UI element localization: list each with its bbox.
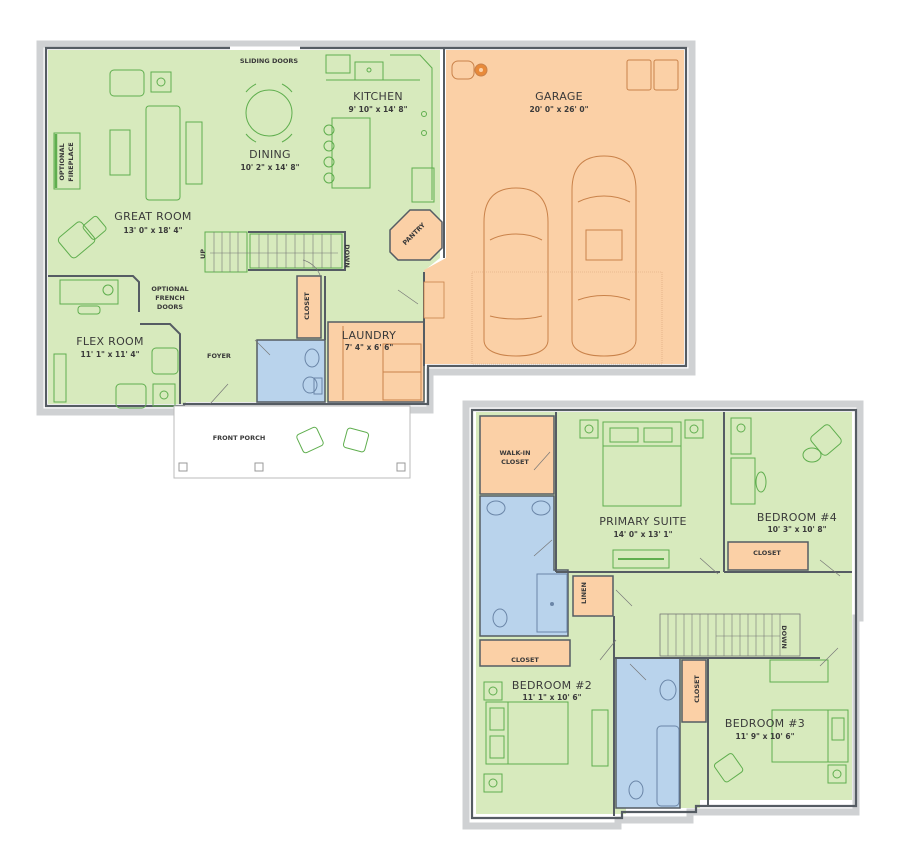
toilet-icon (492, 608, 508, 628)
dresser-icon (591, 709, 609, 767)
fireplace-icon (53, 132, 81, 190)
bedroom2-closet-area (479, 639, 571, 667)
primary-bath-area (479, 495, 569, 637)
car-icon (483, 187, 549, 357)
toilet-icon (628, 780, 644, 800)
kitchen-island-icon (331, 117, 371, 189)
optional-fireplace-label-1: OPTIONAL (58, 143, 66, 180)
optional-french-label-1: OPTIONAL (151, 285, 188, 293)
linen-closet-area (572, 575, 614, 617)
linen-label: LINEN (580, 582, 588, 604)
coffee-table-icon (109, 129, 131, 176)
hall-closet-area (681, 659, 707, 723)
bookshelf-icon (53, 353, 67, 403)
kitchen-name: KITCHEN (353, 90, 403, 103)
dresser-icon (612, 549, 670, 569)
laundry-dims: 7' 4" x 6' 6" (345, 343, 394, 352)
primary-suite-name: PRIMARY SUITE (599, 515, 687, 528)
bedroom2-dims: 11' 1" x 10' 6" (522, 693, 581, 702)
bedroom4-closet-label: CLOSET (753, 549, 781, 557)
hall-bath-area (615, 657, 681, 809)
porch-chair-icon (342, 427, 370, 453)
walk-in-label-2: CLOSET (501, 458, 529, 466)
bedroom3-dims: 11' 9" x 10' 6" (735, 732, 794, 741)
armchair-icon (713, 753, 744, 783)
foyer-closet-label: CLOSET (303, 292, 311, 320)
first-floor-outer-wall (36, 40, 696, 416)
bedroom4-closet-area (727, 541, 809, 571)
optional-french-label-3: DOORS (157, 303, 183, 311)
foyer-label: FOYER (207, 352, 231, 360)
stairs-icon (659, 613, 801, 657)
second-floor-plan (462, 400, 864, 830)
side-table-icon (150, 71, 172, 93)
dining-name: DINING (249, 148, 291, 161)
great-room-name: GREAT ROOM (114, 210, 191, 223)
garage-dims: 20' 0" x 26' 0" (529, 105, 588, 114)
car-icon (571, 155, 637, 357)
great-room-dims: 13' 0" x 18' 4" (123, 226, 182, 235)
bedroom2-name: BEDROOM #2 (512, 679, 592, 692)
bed-icon (771, 709, 849, 763)
kitchen-dims: 9' 10" x 14' 8" (348, 105, 407, 114)
console-table-icon (185, 121, 203, 185)
desk-icon (59, 279, 119, 305)
armchair-icon (810, 424, 842, 456)
optional-french-label-2: FRENCH (155, 294, 185, 302)
second-floor-wall (470, 408, 858, 820)
second-floor-living-area (476, 412, 852, 814)
flex-room-dims: 11' 1" x 11' 4" (80, 350, 139, 359)
shower-icon (536, 573, 568, 633)
ottoman-icon (802, 447, 822, 463)
optional-fireplace-label-2: FIREPLACE (67, 142, 75, 181)
garage-name: GARAGE (535, 90, 583, 103)
bed-icon (485, 701, 569, 765)
nightstand-icon (684, 419, 704, 439)
laundry-name: LAUNDRY (342, 329, 396, 342)
water-heater-icon (451, 60, 475, 80)
armchair-icon (115, 383, 147, 409)
lounge-chair-icon (57, 221, 96, 259)
stairs-down-label-2: DOWN (780, 625, 788, 649)
stairs-down-label: DOWN (343, 244, 351, 268)
bedroom3-name: BEDROOM #3 (725, 717, 805, 730)
hall-closet-label: CLOSET (693, 675, 701, 703)
front-porch (173, 405, 411, 479)
armchair-icon (109, 69, 145, 97)
laundry-area (327, 321, 425, 403)
foyer-closet-area (296, 275, 322, 339)
first-floor-wall (44, 46, 688, 408)
first-floor-plan (36, 40, 696, 416)
stairs-icon (204, 231, 343, 273)
dining-dims: 10' 2" x 14' 8" (240, 163, 299, 172)
flex-room-name: FLEX ROOM (76, 335, 144, 348)
dresser-icon (769, 659, 829, 683)
stairs-up-label: UP (199, 249, 207, 259)
walk-in-label-1: WALK-IN (499, 449, 530, 457)
bed-icon (602, 421, 682, 507)
ottoman-icon (82, 215, 107, 240)
bedroom2-closet-label: CLOSET (511, 656, 539, 664)
primary-suite-dims: 14' 0" x 13' 1" (613, 530, 672, 539)
pantry-area (389, 209, 443, 261)
desk-icon (730, 457, 756, 505)
dining-table-icon (245, 89, 293, 137)
walk-in-closet-area (479, 415, 555, 495)
front-porch-label: FRONT PORCH (213, 434, 266, 442)
sofa-icon (145, 105, 181, 201)
porch-chair-icon (296, 426, 324, 454)
bedroom4-dims: 10' 3" x 10' 8" (767, 525, 826, 534)
garage-area (424, 50, 684, 364)
nightstand-icon (579, 419, 599, 439)
bathtub-icon (656, 725, 680, 807)
bedroom4-name: BEDROOM #4 (757, 511, 837, 524)
sliding-doors-label: SLIDING DOORS (240, 57, 299, 65)
armchair-icon (151, 347, 179, 375)
